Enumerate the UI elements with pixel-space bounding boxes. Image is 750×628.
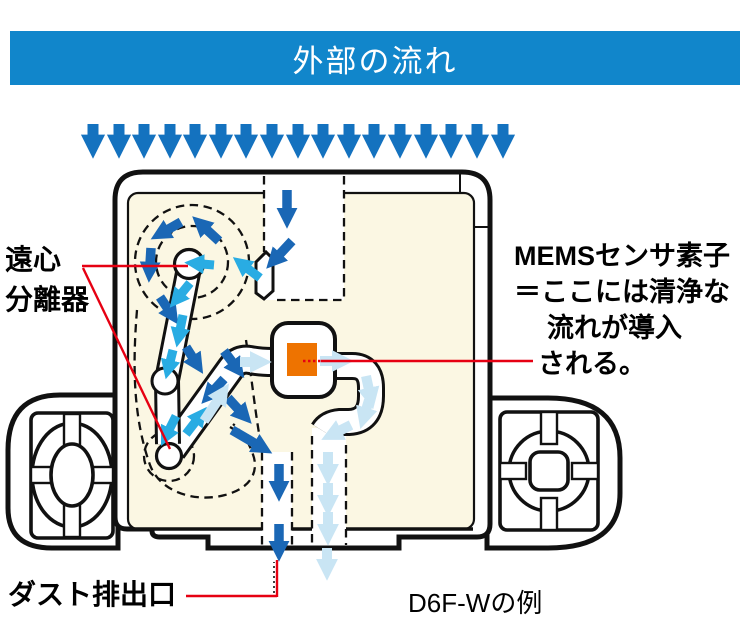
centrifugal-separator-label: 遠心 分離器 bbox=[5, 244, 90, 315]
right-mounting-flange bbox=[484, 395, 623, 551]
dust-laden-flow-arrows-icon bbox=[139, 190, 298, 562]
mems-sensor-element bbox=[287, 343, 317, 376]
leader-lines bbox=[81, 264, 533, 598]
housing-joint-lines bbox=[459, 174, 488, 228]
left-mounting-flange bbox=[5, 392, 121, 551]
dust-outlet-label: ダスト排出口 bbox=[8, 579, 177, 610]
mems-sensor-note: MEMSセンサ素子 ＝ここには清浄な 流れが導入 される。 bbox=[514, 241, 730, 379]
separating-flow-arrows-icon bbox=[160, 254, 263, 446]
page-title: 外部の流れ bbox=[292, 43, 458, 79]
header-bar: 外部の流れ bbox=[10, 31, 740, 85]
inlet-channel bbox=[264, 174, 344, 300]
model-caption: D6F-Wの例 bbox=[408, 588, 543, 618]
clean-flow-arrows-icon bbox=[199, 349, 380, 581]
external-flow-arrows-icon bbox=[80, 124, 516, 159]
cyclone-center bbox=[172, 247, 206, 281]
mid-vortex-node bbox=[150, 366, 180, 396]
